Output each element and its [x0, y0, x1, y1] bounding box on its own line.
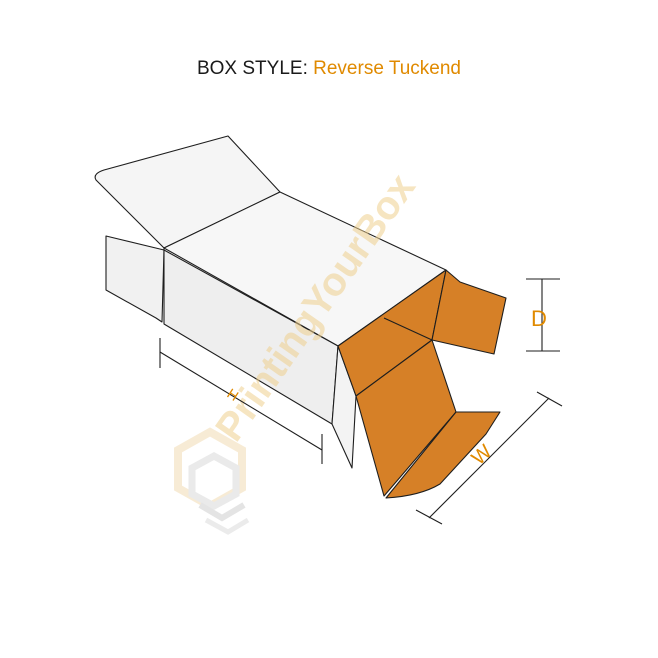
orange-upper-flap [431, 269, 507, 355]
depth-label: D [531, 306, 547, 331]
orange-tuck-flap [385, 411, 501, 499]
top-tuck-flap [94, 135, 281, 249]
side-dust-flap [105, 235, 165, 323]
width-dimension [415, 391, 563, 525]
height-dimension [159, 338, 323, 464]
title-prefix: BOX STYLE: [196, 58, 308, 79]
box-style-name: Reverse Tuckend [313, 58, 461, 79]
watermark-logo-large [174, 427, 250, 535]
box-orange-panels [337, 269, 507, 499]
depth-dimension [526, 278, 560, 352]
box-style-title: BOX STYLE: Reverse Tuckend [0, 58, 658, 80]
box-white-panels [94, 135, 447, 469]
